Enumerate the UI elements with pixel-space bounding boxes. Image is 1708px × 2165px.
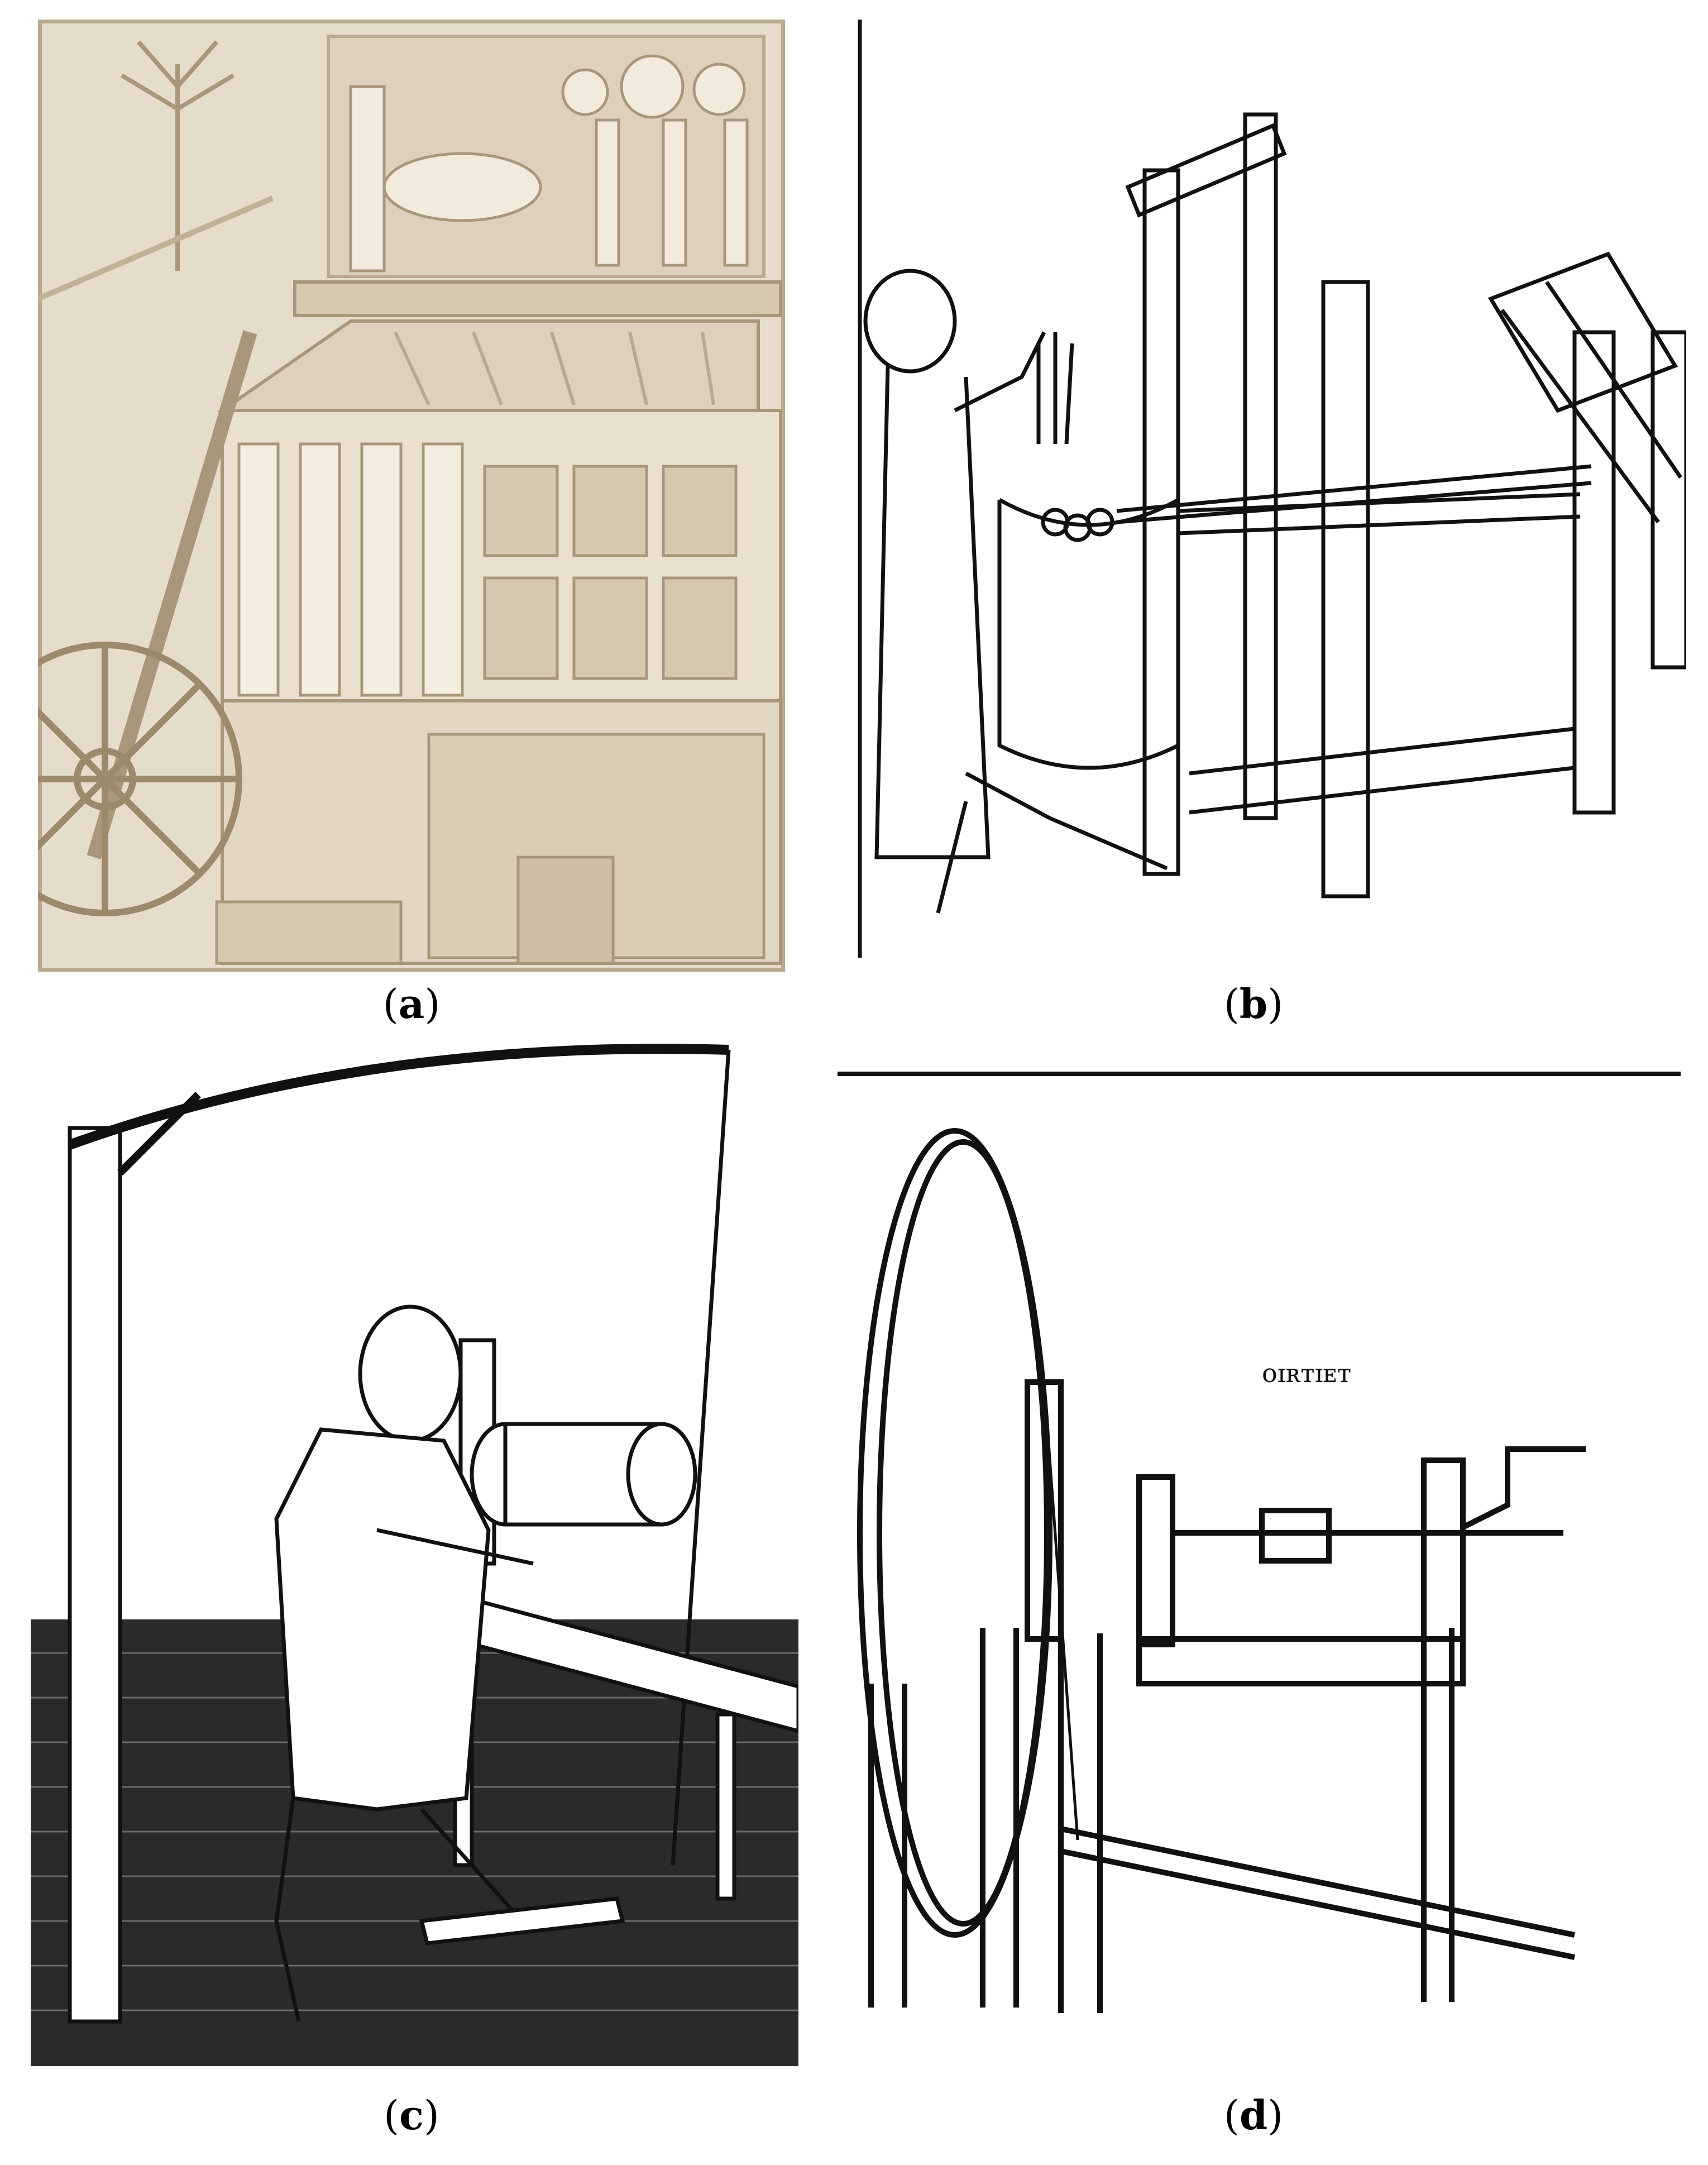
panel-a-relief-image bbox=[38, 20, 785, 972]
loom-illustration bbox=[854, 20, 1686, 958]
caption-c: (c) bbox=[383, 2091, 440, 2139]
caption-b: (b) bbox=[1223, 980, 1284, 1027]
caption-a: (a) bbox=[382, 980, 441, 1027]
caption-d: (d) bbox=[1223, 2091, 1284, 2139]
panel-d-inscription: ᴏɪʀᴛɪᴇᴛ bbox=[1262, 1358, 1351, 1388]
pole-lathe-illustration bbox=[31, 1027, 798, 2066]
relief-illustration bbox=[38, 20, 785, 972]
panel-c-pole-lathe-woodcut bbox=[31, 1027, 798, 2066]
panel-b-loom-drawing bbox=[854, 20, 1686, 958]
panel-d-wheel-machine-sketch: ᴏɪʀᴛɪᴇᴛ bbox=[838, 1069, 1681, 2019]
wheel-machine-illustration: ᴏɪʀᴛɪᴇᴛ bbox=[838, 1069, 1681, 2019]
